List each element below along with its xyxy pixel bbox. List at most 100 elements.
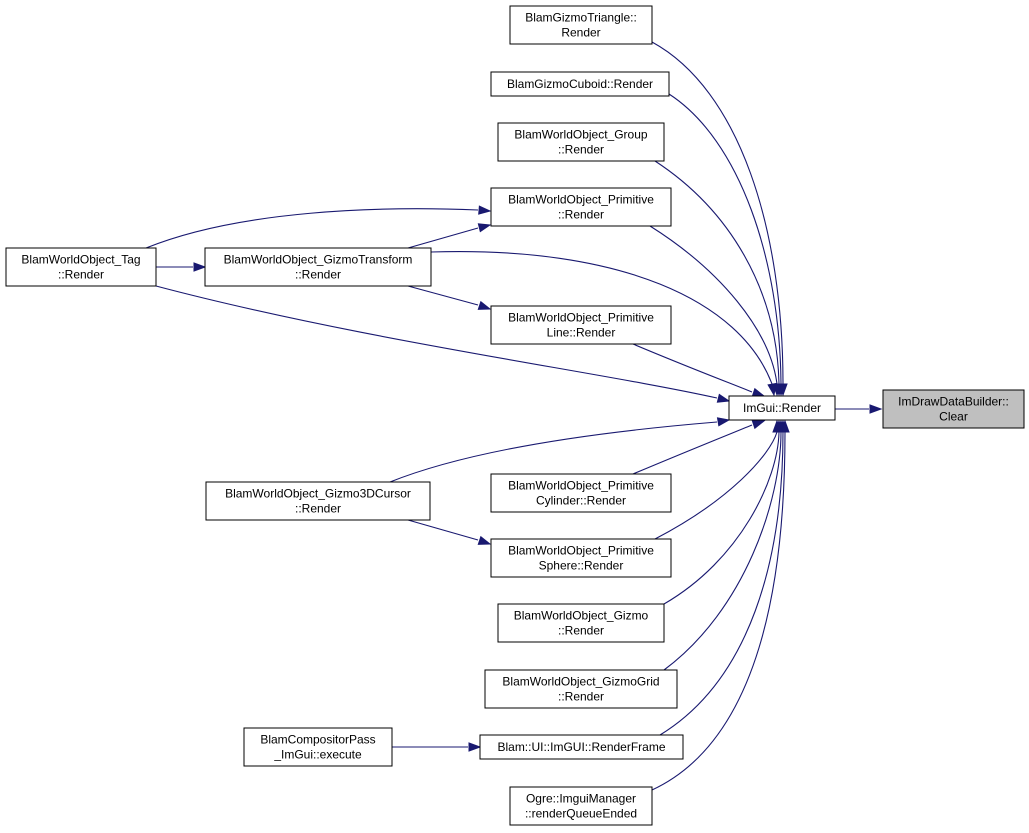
- arrowhead: [477, 223, 492, 233]
- node-label-line: BlamWorldObject_Group: [514, 128, 647, 142]
- node-label-line: Sphere::Render: [539, 559, 624, 573]
- node-label-line: BlamWorldObject_Primitive: [508, 479, 654, 493]
- node-box: [243, 727, 393, 767]
- edge-wo_primitive_cylinder-to-imgui_render: [632, 420, 766, 475]
- node-ui-imgui-renderframe[interactable]: Blam::UI::ImGUI::RenderFrame: [479, 734, 684, 760]
- node-box: [509, 786, 653, 826]
- edge-line: [668, 93, 782, 385]
- node-ogre-imgui-manager[interactable]: Ogre::ImguiManager::renderQueueEnded: [509, 786, 653, 826]
- edge-ui_imgui_renderframe-to-imgui_render: [659, 419, 788, 736]
- edge-line: [659, 431, 784, 736]
- arrowhead: [477, 300, 492, 310]
- node-label-line: ::Render: [558, 143, 604, 157]
- edge-wo_gizmo_transform-to-wo_primitive_line: [407, 285, 492, 310]
- node-label-line: BlamWorldObject_Primitive: [508, 311, 654, 325]
- node-wo-primitive-cylinder[interactable]: BlamWorldObject_PrimitiveCylinder::Rende…: [490, 473, 672, 513]
- edge-line: [632, 343, 753, 393]
- arrowhead: [869, 404, 883, 414]
- edge-wo_gizmo3dcursor-to-imgui_render: [389, 417, 731, 483]
- edge-line: [430, 250, 773, 385]
- edge-line: [407, 285, 479, 306]
- arrowhead: [716, 393, 731, 403]
- edge-wo_tag-to-wo_gizmo_transform: [156, 262, 207, 272]
- node-label-line: BlamCompositorPass: [260, 733, 375, 747]
- node-wo-gizmo[interactable]: BlamWorldObject_Gizmo::Render: [497, 603, 665, 643]
- edge-line: [632, 424, 753, 475]
- node-label-line: Cylinder::Render: [536, 494, 626, 508]
- arrowhead: [468, 742, 482, 752]
- node-label-line: Line::Render: [547, 326, 616, 340]
- node-label-line: BlamWorldObject_GizmoGrid: [502, 675, 659, 689]
- node-compositor-pass[interactable]: BlamCompositorPass_ImGui::execute: [243, 727, 393, 767]
- edges-layer: [145, 41, 883, 791]
- arrowhead: [477, 535, 492, 545]
- edge-wo_primitive_line-to-imgui_render: [632, 343, 766, 397]
- node-label-line: BlamWorldObject_Gizmo: [514, 609, 649, 623]
- edge-wo_group-to-imgui_render: [654, 160, 784, 397]
- node-label-line: BlamWorldObject_Tag: [21, 253, 140, 267]
- node-box: [484, 669, 678, 709]
- node-label-line: Ogre::ImguiManager: [526, 792, 636, 806]
- node-box: [490, 538, 672, 578]
- node-box: [490, 305, 672, 345]
- arrowhead: [751, 420, 766, 430]
- node-label-line: BlamGizmoTriangle::: [525, 11, 637, 25]
- node-label-line: Render: [561, 26, 600, 40]
- node-label-line: BlamWorldObject_GizmoTransform: [224, 253, 413, 267]
- edge-wo_gizmo-to-imgui_render: [663, 419, 784, 605]
- node-box: [490, 187, 672, 227]
- node-label-line: BlamWorldObject_Gizmo3DCursor: [225, 487, 411, 501]
- nodes-layer: BlamGizmoTriangle::RenderBlamGizmoCuboid…: [5, 5, 1025, 826]
- node-label-line: Blam::UI::ImGUI::RenderFrame: [497, 740, 665, 754]
- node-gizmo-triangle[interactable]: BlamGizmoTriangle::Render: [509, 5, 653, 45]
- node-box: [497, 122, 665, 162]
- node-wo-group[interactable]: BlamWorldObject_Group::Render: [497, 122, 665, 162]
- edge-wo_tag-to-wo_primitive: [145, 205, 492, 249]
- edge-line: [155, 285, 718, 399]
- node-box: [497, 603, 665, 643]
- edge-line: [407, 227, 479, 249]
- edge-ogre_imgui_manager-to-imgui_render: [651, 419, 790, 791]
- edge-line: [663, 431, 780, 605]
- edge-line: [654, 431, 778, 540]
- edge-line: [389, 421, 718, 483]
- node-box: [204, 247, 432, 287]
- edge-wo_gizmogrid-to-imgui_render: [663, 419, 786, 671]
- node-label-line: ImGui::Render: [743, 401, 821, 415]
- node-label-line: ::Render: [558, 208, 604, 222]
- node-gizmo-cuboid[interactable]: BlamGizmoCuboid::Render: [490, 71, 670, 97]
- node-label-line: ::Render: [58, 268, 104, 282]
- arrowhead: [716, 417, 731, 427]
- edge-wo_tag-to-imgui_render: [155, 285, 731, 403]
- node-box: [490, 473, 672, 513]
- node-imdrawdatabuilder-clear: ImDrawDataBuilder::Clear: [882, 389, 1025, 429]
- node-imgui-render[interactable]: ImGui::Render: [728, 395, 836, 421]
- node-label-line: BlamGizmoCuboid::Render: [507, 77, 653, 91]
- edge-line: [663, 431, 782, 671]
- edge-line: [654, 160, 780, 385]
- arrowhead: [767, 382, 777, 397]
- node-box: [728, 395, 836, 421]
- node-label-line: ::Render: [558, 624, 604, 638]
- edge-wo_gizmo_transform-to-imgui_render: [430, 250, 777, 397]
- node-wo-tag[interactable]: BlamWorldObject_Tag::Render: [5, 247, 157, 287]
- edge-line: [651, 41, 784, 385]
- node-box: [509, 5, 653, 45]
- edge-line: [407, 519, 479, 541]
- node-box: [490, 71, 670, 97]
- node-label-line: BlamWorldObject_Primitive: [508, 193, 654, 207]
- node-box: [479, 734, 684, 760]
- edge-wo_gizmo3dcursor-to-wo_primitive_sphere: [407, 519, 492, 545]
- node-label-line: ::Render: [558, 690, 604, 704]
- arrowhead: [478, 205, 492, 215]
- arrowhead: [193, 262, 207, 272]
- edge-line: [649, 225, 778, 385]
- node-wo-gizmogrid[interactable]: BlamWorldObject_GizmoGrid::Render: [484, 669, 678, 709]
- node-wo-gizmo-transform[interactable]: BlamWorldObject_GizmoTransform::Render: [204, 247, 432, 287]
- edge-imgui_render-to-imdrawdatabuilder_clear: [835, 404, 883, 414]
- node-wo-gizmo3dcursor[interactable]: BlamWorldObject_Gizmo3DCursor::Render: [205, 481, 431, 521]
- node-label-line: _ImGui::execute: [273, 748, 362, 762]
- node-wo-primitive[interactable]: BlamWorldObject_Primitive::Render: [490, 187, 672, 227]
